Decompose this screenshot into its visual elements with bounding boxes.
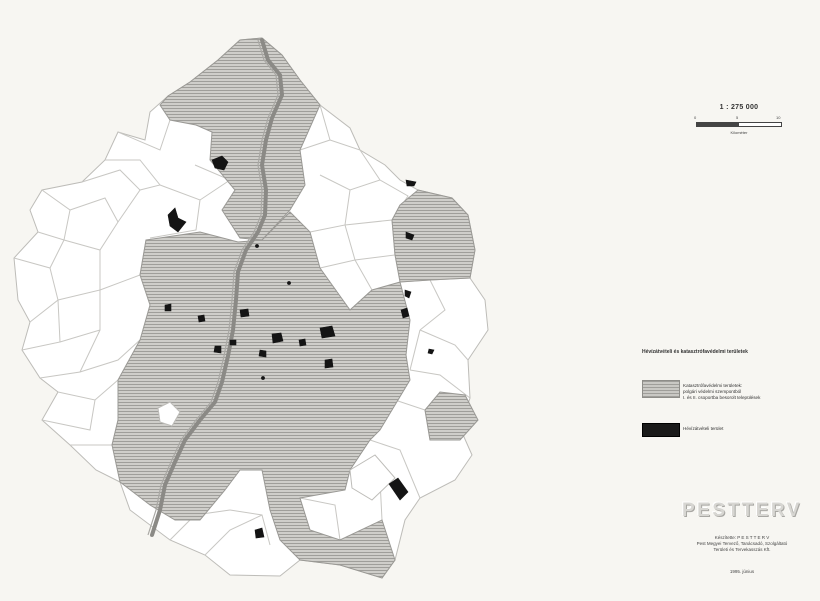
zone-central (111, 211, 411, 579)
municipality-borders (13, 104, 471, 556)
legend-label: Katasztrófavédelmi területek: (683, 383, 743, 388)
legend-heading: Hévízátvételi és katasztrófavédelmi terü… (642, 349, 748, 355)
flood-intake-areas (164, 155, 435, 539)
scale-tick: 10 (776, 115, 781, 120)
scale-tick: 0 (694, 115, 697, 120)
legend-label: polgári védelmi szempontból (683, 389, 742, 394)
credit-line: Készítette: P E S T T E R V (714, 535, 770, 540)
publisher-logo: PESTTERV (682, 500, 802, 521)
legend-label: Hévízátvételi terület (683, 426, 724, 431)
danube-river-bank (147, 39, 279, 536)
scale-ratio: 1 : 275 000 (719, 104, 759, 111)
municipality-hole (157, 401, 181, 427)
credit-date: 1995. június (729, 569, 755, 574)
danube-river (150, 38, 284, 537)
scale-unit: Kilométer (730, 130, 748, 135)
map-scale: 1 : 275 000 0 5 10 Kilométer (686, 104, 792, 144)
credit-line: Pest Megyei Tervező, Tanácsadó, Szolgált… (696, 541, 788, 546)
legend-swatch-hatched (642, 380, 680, 398)
legend-swatch-black (642, 423, 680, 437)
legend-label: I. és II. csoportba besorolt települések (683, 395, 761, 400)
scale-tick: 5 (736, 115, 739, 120)
credit-line: Területi és Tervekasszás Kft. (713, 547, 771, 552)
zone-southeast (424, 391, 479, 441)
scale-bar (696, 122, 782, 127)
zone-east (391, 189, 476, 283)
municipality-hole (349, 454, 396, 501)
